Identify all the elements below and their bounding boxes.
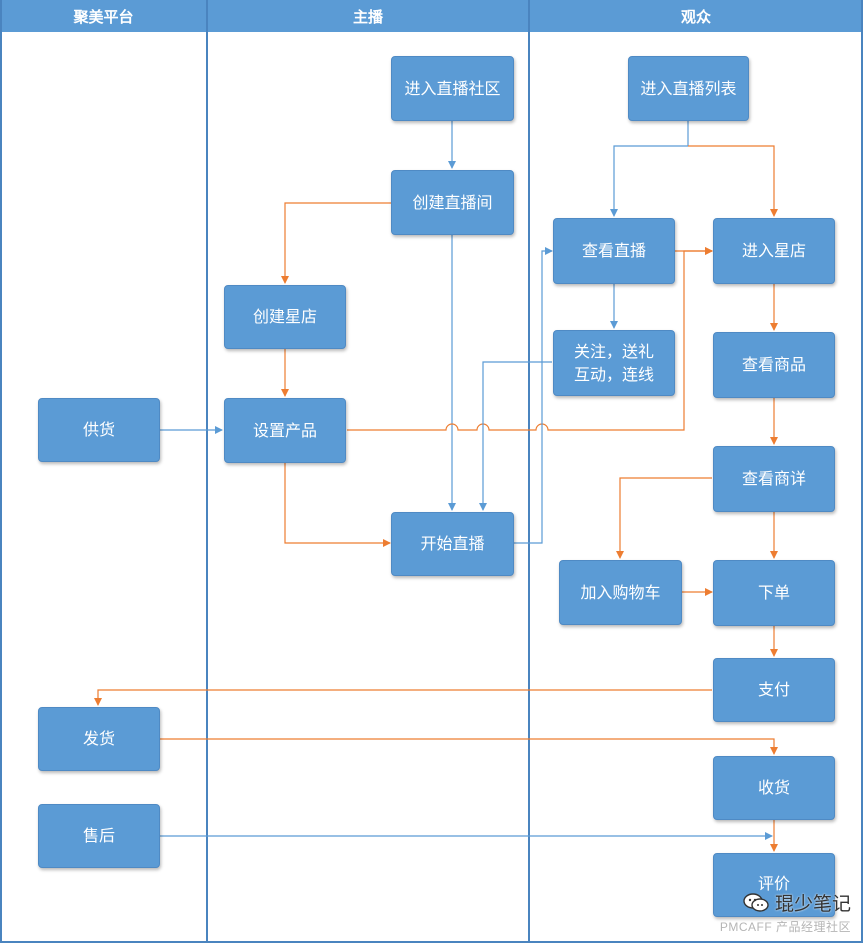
node-pay: 支付 bbox=[713, 658, 835, 722]
node-create-star-store: 创建星店 bbox=[224, 285, 346, 349]
node-view-products: 查看商品 bbox=[713, 332, 835, 398]
node-enter-live-list: 进入直播列表 bbox=[628, 56, 749, 121]
arrow-list-to-watch bbox=[610, 145, 688, 217]
arrow-interact-to-start bbox=[479, 361, 552, 511]
lane-header-platform: 聚美平台 bbox=[0, 0, 207, 32]
watermark-subtitle: PMCAFF 产品经理社区 bbox=[719, 920, 851, 934]
watermark: 琨少笔记 PMCAFF 产品经理社区 bbox=[720, 889, 851, 935]
node-enter-live-community: 进入直播社区 bbox=[391, 56, 514, 121]
node-enter-star-store: 进入星店 bbox=[713, 218, 835, 284]
node-review: 评价 bbox=[713, 853, 835, 917]
node-receive: 收货 bbox=[713, 756, 835, 820]
node-follow-gift: 关注，送礼 互动，连线 bbox=[553, 330, 675, 396]
node-start-live: 开始直播 bbox=[391, 512, 514, 576]
watermark-title: 琨少笔记 bbox=[774, 893, 851, 915]
node-view-product-detail: 查看商详 bbox=[713, 446, 835, 512]
node-place-order: 下单 bbox=[713, 560, 835, 626]
lane-platform bbox=[0, 0, 208, 943]
arrow-pay-to-ship bbox=[94, 689, 712, 706]
node-add-to-cart: 加入购物车 bbox=[559, 560, 682, 625]
lane-header-audience: 观众 bbox=[529, 0, 863, 32]
arrow-ship-to-receive bbox=[160, 738, 778, 755]
node-after-sales: 售后 bbox=[38, 804, 160, 868]
lane-anchor bbox=[206, 0, 530, 943]
node-watch-live: 查看直播 bbox=[553, 218, 675, 284]
node-set-products: 设置产品 bbox=[224, 398, 346, 463]
arrow-list-to-store bbox=[688, 145, 778, 217]
node-ship: 发货 bbox=[38, 707, 160, 771]
lane-header-anchor: 主播 bbox=[207, 0, 529, 32]
arrow-detail-to-cart bbox=[616, 477, 712, 559]
arrow-start-to-watch bbox=[514, 247, 553, 544]
wechat-icon bbox=[743, 892, 769, 913]
arrow-products-to-start bbox=[284, 463, 391, 547]
arrow-room-to-starstore bbox=[281, 202, 391, 284]
node-create-live-room: 创建直播间 bbox=[391, 170, 514, 235]
node-supply: 供货 bbox=[38, 398, 160, 462]
